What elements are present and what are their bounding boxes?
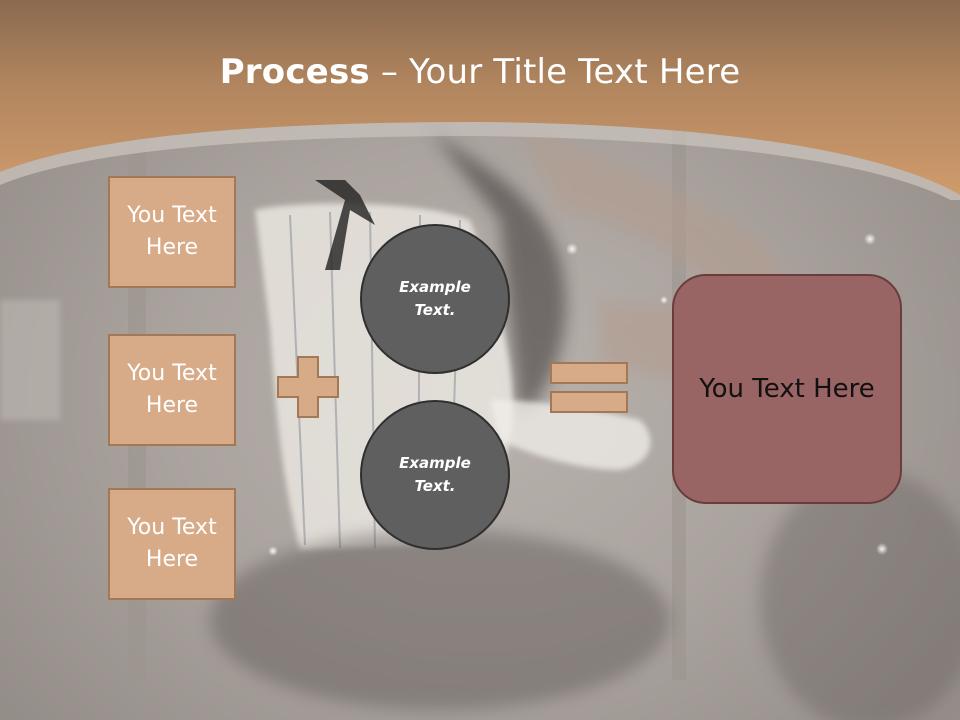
slide-title: Process – Your Title Text Here [0, 52, 960, 92]
input-box-1: You Text Here [108, 176, 236, 288]
plus-icon [277, 356, 339, 418]
input-box-2: You Text Here [108, 334, 236, 446]
equals-icon [550, 362, 628, 413]
example-circle-1: Example Text. [360, 224, 510, 374]
input-box-3: You Text Here [108, 488, 236, 600]
example-circle-2: Example Text. [360, 400, 510, 550]
header-band [0, 0, 960, 200]
title-bold: Process [219, 52, 370, 92]
title-rest: – Your Title Text Here [369, 52, 741, 92]
result-box: You Text Here [672, 274, 902, 504]
